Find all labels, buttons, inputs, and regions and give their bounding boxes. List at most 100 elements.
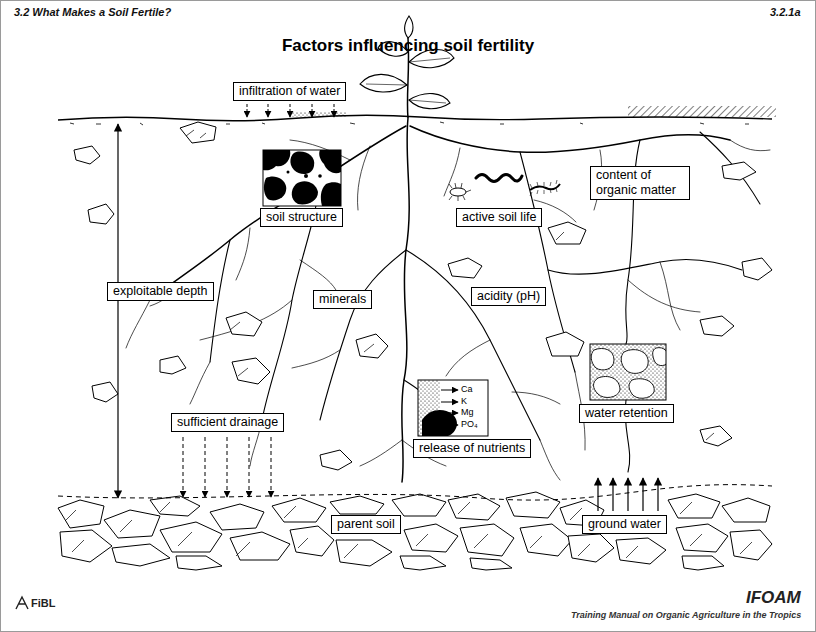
ground-surface bbox=[292, 112, 346, 117]
soil-structure-inset bbox=[318, 174, 322, 178]
stone bbox=[742, 258, 772, 280]
roots bbox=[406, 250, 540, 440]
roots bbox=[700, 132, 760, 204]
soil-structure-inset bbox=[263, 150, 341, 206]
drainage-arrow bbox=[227, 437, 228, 497]
soil-structure-inset bbox=[264, 176, 286, 200]
factor-box: exploitable depth bbox=[107, 282, 214, 301]
parent-rock bbox=[616, 538, 666, 564]
roots bbox=[358, 146, 371, 210]
page-number: 3.2.1a bbox=[770, 6, 801, 19]
soil-structure-inset bbox=[292, 181, 318, 204]
stone bbox=[186, 130, 714, 440]
groundwater-arrow bbox=[627, 478, 628, 511]
parent-rock bbox=[682, 556, 724, 570]
plant bbox=[360, 16, 454, 118]
water-retention-inset bbox=[590, 344, 668, 400]
water-retention-inset bbox=[591, 348, 666, 399]
diagram-title: Factors influencing soil fertility bbox=[282, 36, 534, 56]
nutrient-inset bbox=[418, 380, 457, 436]
factor-label: release of nutrients bbox=[419, 441, 525, 456]
roots bbox=[512, 392, 560, 404]
ground-surface bbox=[58, 106, 776, 125]
plant bbox=[405, 16, 413, 38]
roots bbox=[190, 362, 210, 404]
parent-rock bbox=[330, 496, 384, 514]
soil-structure-inset bbox=[304, 174, 308, 178]
ground-surface bbox=[628, 106, 776, 117]
roots bbox=[300, 260, 336, 290]
factor-label: parent soil bbox=[337, 517, 395, 532]
parent-rock bbox=[336, 540, 392, 566]
parent-rock bbox=[160, 522, 222, 552]
factor-label: sufficient drainage bbox=[177, 415, 278, 430]
parent-rock bbox=[176, 556, 222, 570]
water-retention-inset bbox=[594, 377, 621, 398]
stone bbox=[548, 222, 586, 244]
soil-organisms bbox=[449, 175, 560, 202]
infiltration-arrow bbox=[247, 104, 248, 117]
groundwater-arrow bbox=[598, 478, 658, 511]
roots bbox=[402, 118, 410, 482]
soil-structure-inset bbox=[263, 150, 290, 170]
water-retention-inset bbox=[591, 348, 614, 369]
factor-box: content of organic matter bbox=[590, 166, 690, 200]
parent-rock bbox=[112, 544, 170, 566]
stone bbox=[74, 146, 100, 164]
soil-structure-inset bbox=[290, 152, 314, 174]
soil-structure-inset bbox=[263, 150, 341, 206]
parent-rock bbox=[230, 532, 290, 560]
stone bbox=[700, 316, 734, 336]
roots bbox=[200, 300, 292, 340]
factor-label: exploitable depth bbox=[113, 284, 208, 299]
parent-rock bbox=[58, 492, 772, 570]
factor-box: soil structure bbox=[260, 208, 343, 227]
nutrient-inset bbox=[441, 390, 458, 391]
stone bbox=[226, 312, 262, 336]
infiltration-arrow bbox=[268, 104, 269, 117]
factor-box: ground water bbox=[582, 515, 667, 534]
footer-note: Training Manual on Organic Agriculture i… bbox=[571, 610, 801, 620]
stone bbox=[700, 426, 732, 446]
factor-label: content of organic matter bbox=[596, 168, 684, 198]
parent-rock bbox=[104, 510, 160, 538]
plant bbox=[360, 74, 407, 92]
stone bbox=[546, 332, 584, 356]
roots bbox=[236, 228, 250, 280]
stone bbox=[160, 356, 186, 374]
soil-organisms bbox=[476, 175, 522, 182]
drainage-arrow bbox=[205, 437, 206, 497]
factor-box: active soil life bbox=[456, 208, 542, 227]
nutrient-symbol: Mg bbox=[461, 407, 474, 417]
factor-box: acidity (pH) bbox=[471, 287, 546, 306]
infiltration-arrow bbox=[290, 104, 291, 117]
roots bbox=[126, 118, 770, 482]
groundwater-arrow bbox=[597, 478, 598, 511]
roots bbox=[446, 340, 490, 376]
roots bbox=[628, 280, 700, 312]
drainage-arrow bbox=[183, 437, 271, 497]
factor-label: active soil life bbox=[462, 210, 536, 225]
stone bbox=[92, 382, 118, 402]
nutrient-inset bbox=[418, 380, 488, 436]
factor-box: water retention bbox=[579, 404, 674, 423]
water-retention-inset bbox=[621, 350, 648, 374]
roots bbox=[210, 240, 230, 362]
parent-rock bbox=[60, 530, 112, 562]
roots bbox=[126, 300, 150, 348]
parent-rock bbox=[506, 492, 560, 518]
parent-rock bbox=[392, 494, 446, 516]
factor-box: minerals bbox=[313, 290, 372, 309]
roots bbox=[320, 250, 406, 420]
parent-rock bbox=[404, 524, 458, 552]
nutrient-symbol: PO₄ bbox=[461, 419, 478, 429]
soil-organisms bbox=[530, 180, 557, 196]
factor-label: water retention bbox=[585, 406, 668, 421]
roots bbox=[360, 440, 402, 466]
infiltration-arrow bbox=[334, 104, 335, 117]
nutrient-inset bbox=[422, 410, 457, 436]
drainage-arrow bbox=[249, 437, 250, 497]
